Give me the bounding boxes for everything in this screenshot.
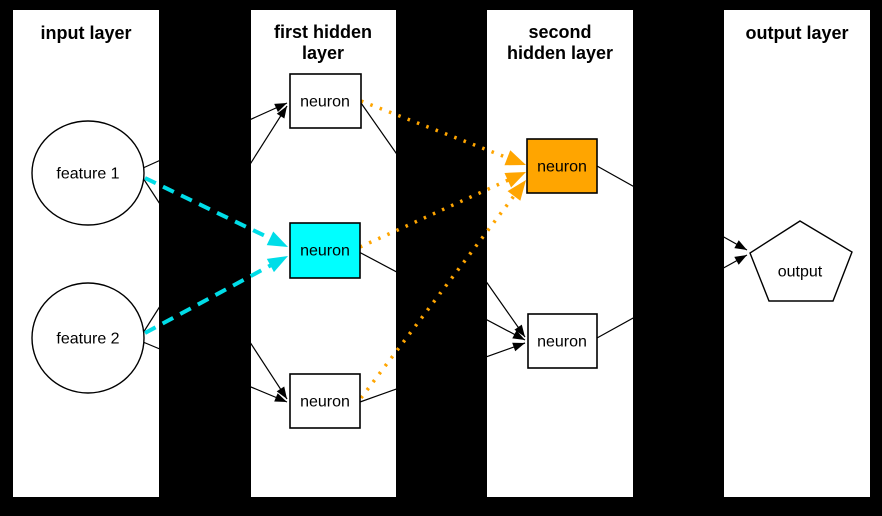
node-hidden2-top	[526, 138, 598, 194]
node-hidden2-top-label: neuron	[537, 159, 587, 176]
node-hidden1-bottom-label: neuron	[300, 394, 350, 411]
edge-feature2-to-hidden1-middle-arrowhead	[266, 256, 288, 273]
edge-hidden1-bottom-to-hidden2-bottom	[359, 342, 526, 403]
edge-hidden1-middle-to-hidden2-top-arrowhead	[504, 172, 526, 188]
edge-feature1-to-hidden1-bottom	[142, 177, 288, 400]
panel-output-layer-title-line-0: output layer	[745, 23, 848, 43]
edge-hidden2-bottom-to-output	[596, 254, 748, 339]
edge-hidden1-top-to-hidden2-bottom-arrowhead	[514, 324, 525, 337]
node-hidden1-bottom	[289, 373, 361, 429]
edge-hidden1-bottom-to-hidden2-top-arrowhead	[507, 180, 526, 201]
panel-first-hidden-layer-title-line-1: layer	[302, 43, 344, 63]
edge-feature2-to-hidden1-bottom	[142, 341, 288, 403]
panel-second-hidden-layer-title-line-0: second	[528, 22, 591, 42]
node-feature-2-label: feature 2	[56, 331, 119, 348]
edge-feature2-to-hidden1-top-arrowhead	[276, 106, 287, 119]
node-hidden1-top	[289, 73, 362, 129]
node-feature-1	[31, 120, 145, 226]
edge-feature1-to-hidden1-top-arrowhead	[274, 103, 287, 113]
panel-input-layer-title-line-0: input layer	[40, 23, 131, 43]
edge-feature1-to-hidden1-top	[142, 102, 288, 169]
node-hidden2-bottom-label: neuron	[537, 334, 587, 351]
edge-feature2-to-hidden1-top	[142, 105, 288, 334]
panel-input-layer	[13, 10, 159, 497]
edge-hidden1-bottom-to-hidden2-top	[359, 187, 521, 400]
node-feature-1-label: feature 1	[56, 166, 119, 183]
edge-hidden1-bottom-to-hidden2-bottom-arrowhead	[512, 342, 525, 352]
edge-feature2-to-hidden1-middle	[144, 259, 280, 335]
edge-feature1-to-hidden1-bottom-arrowhead	[276, 386, 287, 399]
node-hidden1-top-label: neuron	[300, 94, 350, 111]
edge-hidden2-top-to-output-arrowhead	[734, 240, 747, 250]
edge-feature1-to-hidden1-middle-arrowhead	[266, 231, 288, 247]
node-hidden1-middle	[289, 222, 361, 279]
node-hidden2-bottom	[527, 313, 598, 369]
node-hidden1-middle-label: neuron	[300, 243, 350, 260]
panel-first-hidden-layer-title-line-0: first hidden	[274, 22, 372, 42]
edge-hidden1-middle-to-hidden2-bottom-arrowhead	[512, 330, 525, 340]
edge-hidden2-top-to-output	[596, 165, 748, 251]
node-output	[749, 220, 853, 302]
node-feature-2	[31, 282, 145, 394]
edge-hidden1-top-to-hidden2-bottom	[360, 102, 526, 338]
panel-second-hidden-layer-title-line-1: hidden layer	[507, 43, 613, 63]
node-output-label: output	[778, 264, 823, 281]
edge-hidden2-bottom-to-output-arrowhead	[734, 255, 747, 265]
edge-hidden1-middle-to-hidden2-bottom	[358, 251, 526, 341]
panel-second-hidden-layer	[487, 10, 633, 497]
edge-hidden1-top-to-hidden2-top-arrowhead	[504, 150, 526, 166]
edge-feature1-to-hidden1-middle	[144, 176, 279, 245]
edge-feature2-to-hidden1-bottom-arrowhead	[274, 393, 287, 402]
